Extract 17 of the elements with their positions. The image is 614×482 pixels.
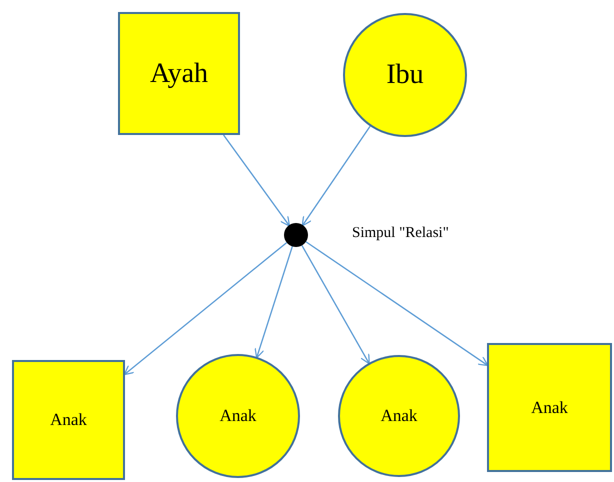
- arrow: [301, 245, 370, 364]
- node-caption: Simpul "Relasi": [352, 225, 449, 242]
- node-label: Ibu: [386, 59, 424, 91]
- person-box: [12, 360, 125, 480]
- node-label: Anak: [220, 406, 256, 426]
- person-box: [118, 12, 240, 135]
- arrow: [223, 134, 290, 227]
- node-label: Anak: [380, 406, 418, 426]
- node-label: Ayah: [150, 58, 208, 90]
- junction-dot: [284, 223, 308, 247]
- arrow: [302, 126, 371, 226]
- arrow: [306, 241, 488, 366]
- node-label: Anak: [50, 410, 87, 430]
- person-box: [487, 343, 612, 472]
- node-label: Anak: [531, 398, 568, 418]
- arrow: [124, 242, 288, 376]
- arrow: [254, 246, 293, 358]
